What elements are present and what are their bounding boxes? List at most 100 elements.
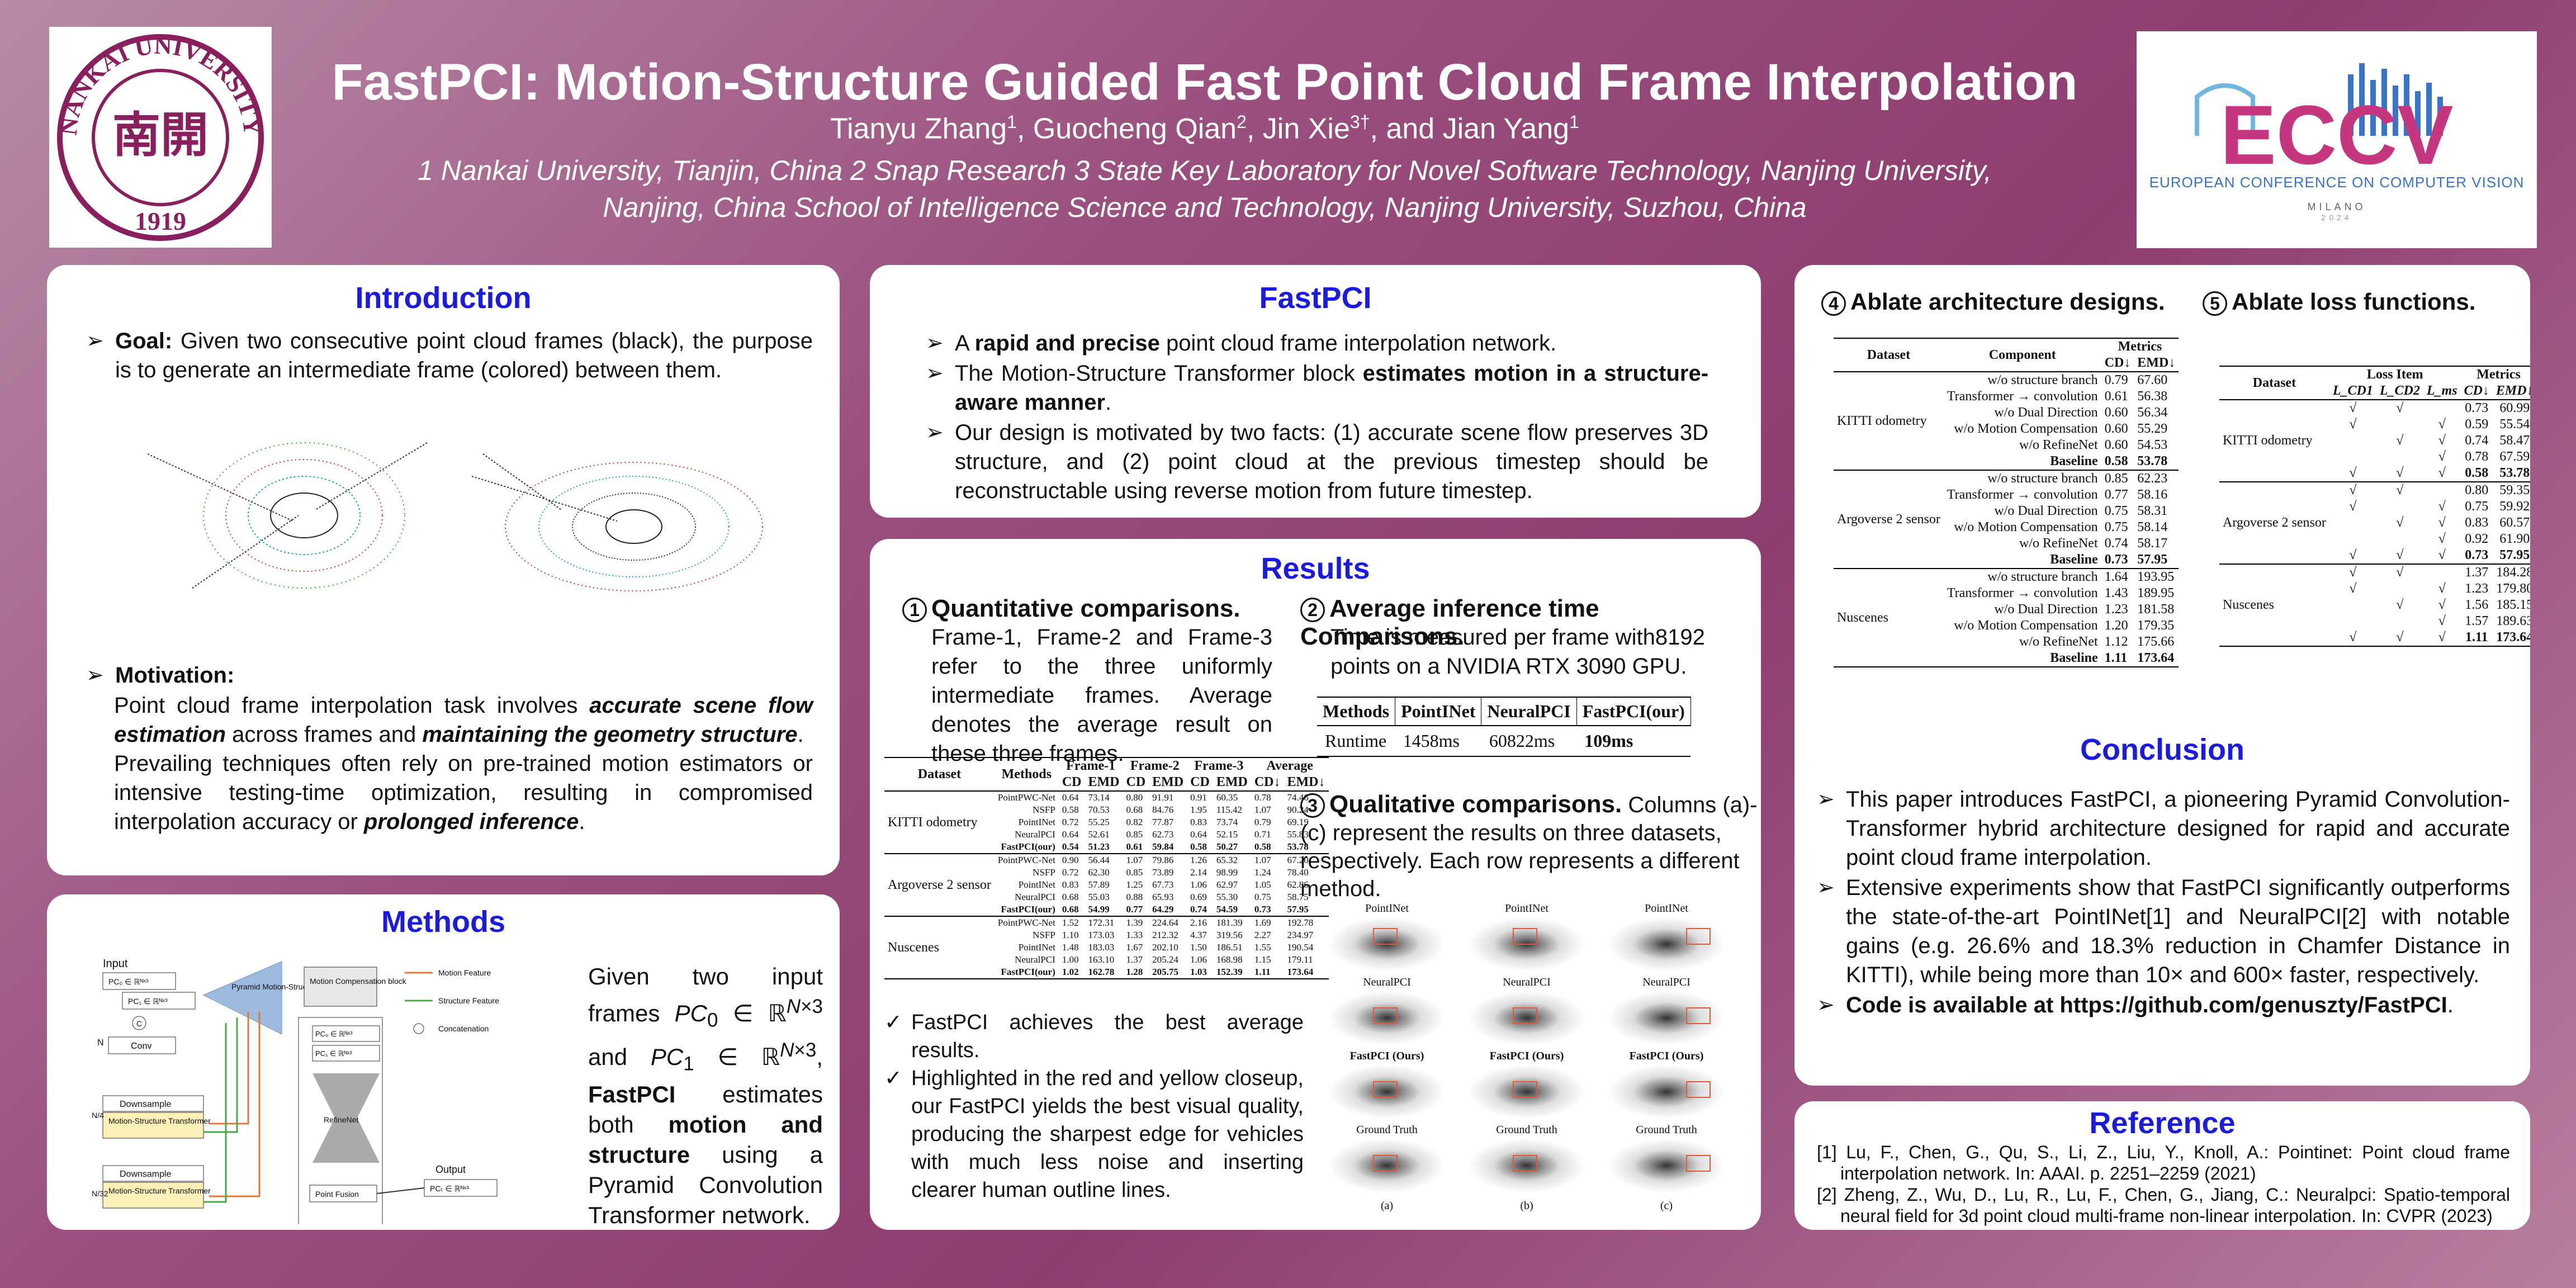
table-cell: 205.24 (1152, 954, 1178, 965)
qual-point-cloud (1608, 991, 1725, 1045)
table-cell: 0.59 (2465, 417, 2489, 432)
qual-highlight-box (1373, 928, 1398, 945)
table-cell: 54.99 (1088, 904, 1110, 915)
th-runtime: NeuralPCI (1481, 697, 1577, 726)
table-cell: √ (2396, 433, 2404, 448)
table-cell: 189.63 (2496, 614, 2530, 628)
quantitative-text: Frame-1, Frame-2 and Frame-3 refer to th… (931, 625, 1272, 766)
qual-highlight-box (1373, 1081, 1398, 1098)
qual-col-label: (a) (1380, 1200, 1394, 1212)
table-cell: 52.61 (1088, 829, 1110, 840)
svg-text:N/4: N/4 (92, 1111, 104, 1120)
table-cell: 2.14 (1190, 867, 1207, 878)
table-cell: 50.27 (1216, 841, 1238, 852)
code-link[interactable]: Code is available at https://github.com/… (1846, 993, 2447, 1017)
table-cell: 1.39 (1126, 917, 1143, 928)
qual-highlight-box (1686, 928, 1711, 945)
svg-text:PC₀ ∈ ℝᴺˣ³: PC₀ ∈ ℝᴺˣ³ (108, 977, 149, 986)
table-cell: 1.24 (1254, 867, 1271, 878)
table-cell: 0.71 (1254, 829, 1271, 840)
table-cell: 1.95 (1190, 804, 1207, 815)
runtime-cell: Runtime (1325, 731, 1387, 751)
th-methods: Methods (1001, 766, 1052, 782)
table-cell: √ (2438, 499, 2446, 514)
table-cell: 192.78 (1287, 917, 1314, 928)
table-cell: 1.28 (1126, 967, 1143, 977)
table-cell: 173.64 (1287, 967, 1314, 977)
table-cell: 69.19 (1287, 817, 1309, 827)
table-cell: NeuralPCI (1015, 954, 1055, 965)
introduction-panel: Introduction Goal: Given two consecutive… (47, 265, 840, 875)
th-frame: Frame-1 (1066, 759, 1116, 773)
table-cell: 60.57 (2499, 515, 2530, 530)
table-cell: 59.35 (2499, 483, 2530, 498)
table-cell: 52.15 (1216, 829, 1238, 840)
table-cell: 56.38 (2137, 389, 2168, 404)
table-cell: √ (2396, 466, 2404, 480)
table-cell (2376, 449, 2423, 465)
table-cell: 0.78 (1254, 792, 1271, 803)
table-cell: √ (2438, 515, 2446, 530)
th-metric: CD (1190, 775, 1210, 789)
table-cell: 67.73 (1152, 879, 1174, 890)
qual-row-label: Ground Truth (1496, 1124, 1557, 1136)
table-cell: w/o Dual Direction (1994, 602, 2098, 617)
table-cell: √ (2438, 532, 2446, 546)
table-cell: 0.75 (2104, 520, 2128, 534)
table-cell: √ (2438, 581, 2446, 596)
table-cell: PointPWC-Net (997, 792, 1055, 803)
table-cell: 62.30 (1088, 867, 1110, 878)
table-cell: 51.23 (1088, 841, 1110, 852)
qual-point-cloud (1608, 1064, 1725, 1119)
table-cell: 59.92 (2499, 499, 2530, 514)
table-cell: Transformer → convolution (1947, 586, 2098, 600)
table-cell: w/o structure branch (1987, 373, 2098, 387)
th-frame: Frame-2 (1130, 759, 1180, 773)
nankai-logo: NANKAI UNIVERSITY 南開 1919 (49, 27, 272, 248)
table-cell: 1.67 (1126, 942, 1143, 953)
table-cell: 181.58 (2137, 602, 2175, 617)
table-cell: 0.79 (2104, 373, 2128, 387)
table-cell: 55.54 (2499, 417, 2530, 432)
point-cloud-right-icon (471, 453, 763, 591)
table-cell: 0.77 (1126, 904, 1143, 915)
table-cell: 62.86 (1287, 879, 1309, 890)
table-cell: 1.56 (2465, 598, 2489, 612)
table-cell: 0.83 (1190, 817, 1207, 827)
introduction-title: Introduction (355, 281, 532, 315)
table-cell: 1.00 (1062, 954, 1079, 965)
table-cell (2329, 597, 2376, 613)
table-cell: 190.54 (1287, 942, 1314, 953)
table-cell: w/o Motion Compensation (1954, 422, 2098, 436)
table-cell: 0.85 (1126, 867, 1143, 878)
table-cell: 55.83 (1287, 829, 1309, 840)
qual-highlight-box (1513, 1155, 1537, 1172)
qual-highlight-box (1513, 928, 1537, 945)
table-cell: 0.79 (1254, 817, 1271, 827)
table-cell: 173.64 (2496, 630, 2530, 645)
table-cell: 56.44 (1088, 855, 1110, 865)
dataset-cell: Nuscenes (888, 940, 939, 955)
table-cell: 179.35 (2137, 618, 2175, 633)
table-cell: 56.34 (2137, 405, 2168, 420)
table-cell: 1.55 (1254, 942, 1271, 953)
point-cloud-left-icon (147, 442, 428, 589)
table-cell: √ (2349, 499, 2357, 514)
reference-panel: Reference [1] Lu, F., Chen, G., Qu, S., … (1794, 1101, 2530, 1230)
table-cell: 60.35 (1216, 792, 1238, 803)
table-cell: PointINet (1018, 879, 1055, 890)
table-cell (2329, 515, 2376, 531)
table-cell: 0.74 (1190, 904, 1207, 915)
